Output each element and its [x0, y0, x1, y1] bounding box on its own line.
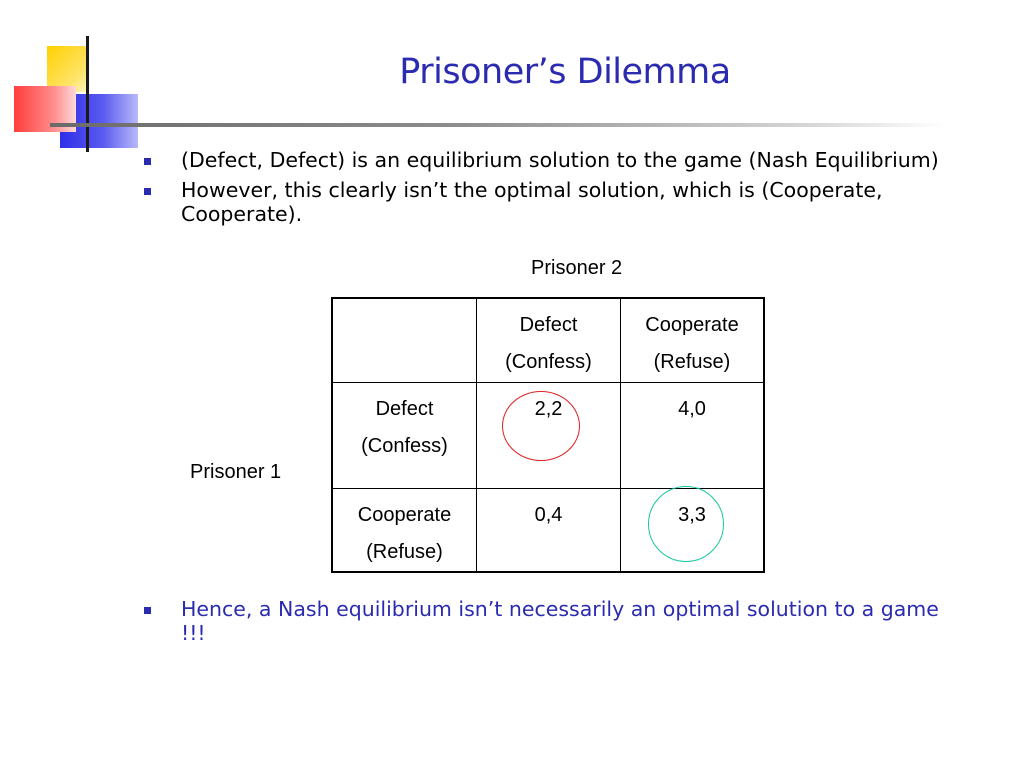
- row-player-label: Prisoner 1: [190, 461, 282, 483]
- bullet-list: (Defect, Defect) is an equilibrium solut…: [140, 148, 960, 232]
- slide-title: Prisoner’s Dilemma: [399, 52, 731, 92]
- header-line: (Confess): [505, 351, 592, 373]
- bullet-square-icon: [144, 158, 151, 165]
- table-row: Defect (Confess) Cooperate (Refuse): [331, 297, 765, 383]
- bullet-text: (Defect, Defect) is an equilibrium solut…: [181, 148, 939, 172]
- bullet-item: However, this clearly isn’t the optimal …: [140, 178, 960, 226]
- decor-vertical-line: [86, 36, 89, 152]
- nash-equilibrium-circle: [502, 391, 580, 461]
- bullet-square-icon: [144, 607, 151, 614]
- conclusion-text: Hence, a Nash equilibrium isn’t necessar…: [181, 597, 939, 645]
- payoff-cell: 0,4: [476, 487, 621, 572]
- header-line: Cooperate: [357, 503, 452, 526]
- optimal-solution-circle: [648, 486, 724, 562]
- header-line: Cooperate: [645, 314, 739, 336]
- column-player-label: Prisoner 2: [531, 257, 623, 279]
- header-line: Defect: [519, 314, 578, 336]
- payoff-cell: 4,0: [620, 381, 765, 489]
- bullet-text: However, this clearly isn’t the optimal …: [181, 178, 883, 226]
- header-line: (Confess): [361, 434, 448, 457]
- row-header-defect: Defect (Confess): [331, 381, 477, 489]
- bullet-square-icon: [144, 188, 151, 195]
- bullet-item: Hence, a Nash equilibrium isn’t necessar…: [140, 597, 960, 645]
- decor-yellow-square: [47, 46, 89, 92]
- bullet-item: (Defect, Defect) is an equilibrium solut…: [140, 148, 960, 172]
- header-line: Defect: [375, 397, 434, 420]
- title-underline: [50, 123, 945, 127]
- corner-cell: [331, 297, 477, 383]
- row-header-cooperate: Cooperate (Refuse): [331, 487, 477, 572]
- header-line: (Refuse): [366, 540, 443, 563]
- column-header-cooperate: Cooperate (Refuse): [620, 297, 765, 383]
- table-row: Cooperate (Refuse) 0,4 3,3: [331, 487, 765, 572]
- conclusion-list: Hence, a Nash equilibrium isn’t necessar…: [140, 597, 960, 651]
- header-line: (Refuse): [653, 351, 731, 373]
- column-header-defect: Defect (Confess): [476, 297, 621, 383]
